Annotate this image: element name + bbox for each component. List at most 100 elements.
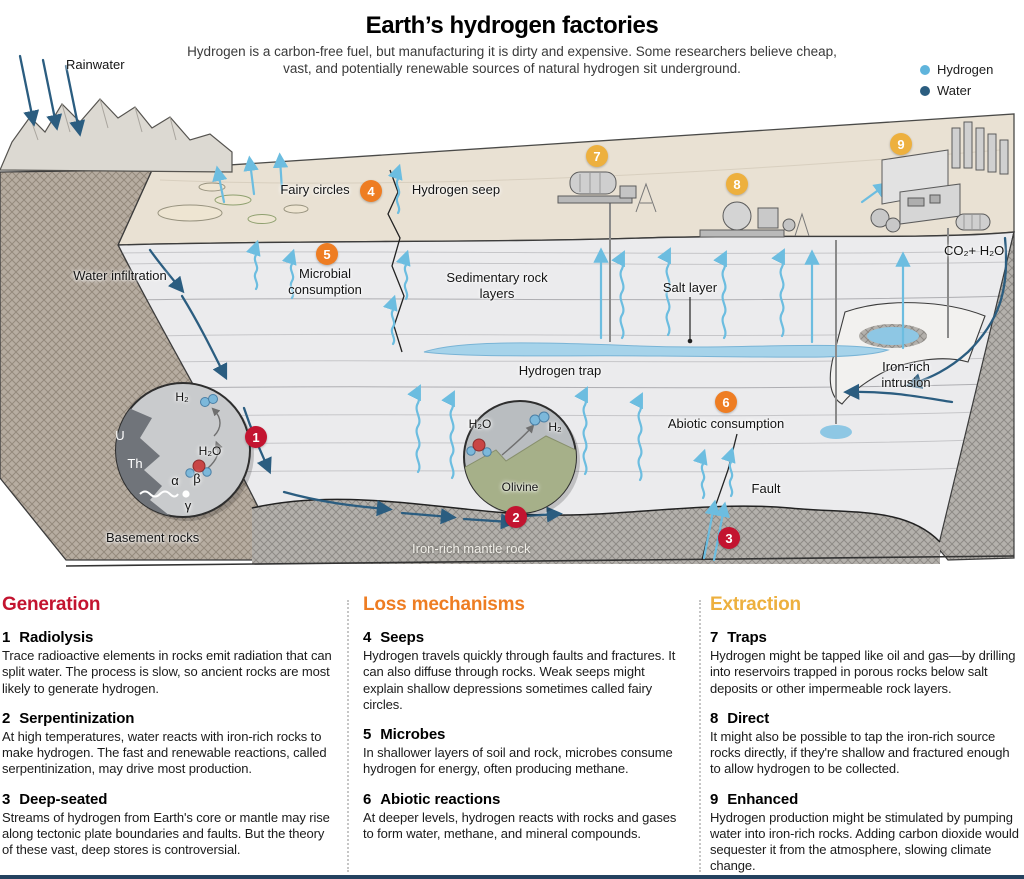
label-iron-rich-intrusion: Iron-rich intrusion — [881, 359, 931, 390]
item-number: 1 — [2, 629, 11, 646]
subtitle-line-1: Hydrogen is a carbon-free fuel, but manu… — [187, 44, 837, 59]
label-co2-h2o: CO₂+ H₂O — [944, 243, 1005, 258]
marker-1-radiolysis: 1 — [245, 426, 267, 448]
marker-8-direct: 8 — [726, 173, 748, 195]
h2o-molecule — [185, 459, 212, 478]
label-iron-rich-mantle-rock: Iron-rich mantle rock — [412, 541, 531, 556]
label-h2-inset1: H₂ — [175, 390, 189, 404]
label-alpha: α — [171, 473, 179, 488]
legend-label: Water — [937, 83, 972, 98]
section-heading: Loss mechanisms — [363, 594, 525, 615]
hydrogen-trap-layer — [423, 342, 890, 358]
hydrogen-dot-icon — [920, 64, 930, 75]
item-number: 8 — [710, 709, 719, 727]
radiolysis-inset — [115, 382, 254, 521]
label-uranium: U — [115, 428, 125, 443]
marker-4-seeps: 4 — [360, 180, 382, 202]
column-divider — [699, 600, 701, 872]
legend: Hydrogen Water — [920, 62, 993, 104]
marker-9-enhanced: 9 — [890, 133, 912, 155]
item-body: Hydrogen production might be stimulated … — [710, 809, 1019, 874]
item-body: At deeper levels, hydrogen reacts with r… — [363, 809, 677, 841]
marker-3-deep-seated: 3 — [718, 527, 740, 549]
item-body: Hydrogen travels quickly through faults … — [363, 648, 676, 712]
label-gamma: γ — [184, 498, 192, 513]
faults-and-wells — [387, 169, 949, 561]
section-loss-mechanisms: Loss mechanisms 4 Seeps Hydrogen travels … — [363, 594, 683, 842]
bottom-rule — [0, 875, 1024, 879]
subtitle-line-2: vast, and potentially renewable sources … — [283, 61, 741, 76]
label-beta: β — [193, 471, 201, 486]
marker-5-microbes: 5 — [316, 243, 338, 265]
enhanced-plant-9-structure — [870, 121, 1009, 233]
cross-section-illustration — [0, 54, 1015, 567]
marker-6-abiotic: 6 — [715, 391, 737, 413]
item-number: 6 — [363, 790, 372, 808]
item-name: Deep-seated — [19, 790, 108, 808]
item-body: It might also be possible to tap the iro… — [710, 728, 1010, 777]
h2o-molecule — [466, 438, 492, 457]
item-number: 4 — [363, 629, 372, 646]
item-body: Streams of hydrogen from Earth's core or… — [2, 809, 330, 858]
water-dot-icon — [920, 85, 930, 96]
label-fault: Fault — [751, 481, 781, 496]
mechanism-item-direct: 8 Direct It might also be possible to tap… — [710, 710, 1022, 778]
item-body: Hydrogen might be tapped like oil and ga… — [710, 648, 1016, 696]
item-name: Traps — [727, 629, 767, 646]
marker-7-traps: 7 — [586, 145, 608, 167]
direct-tap-8-structure — [699, 201, 810, 238]
page-title: Earth’s hydrogen factories — [365, 12, 659, 39]
mechanism-item-seeps: 4 Seeps Hydrogen travels quickly through … — [363, 629, 683, 713]
label-hydrogen-trap: Hydrogen trap — [518, 363, 602, 378]
intrusion-hydrogen-pocket — [867, 327, 919, 345]
column-divider — [347, 600, 349, 872]
section-heading: Generation — [2, 594, 101, 615]
mountains — [0, 98, 233, 173]
item-name: Direct — [727, 709, 770, 727]
sedimentary-front-face — [116, 231, 1015, 561]
label-hydrogen-seep: Hydrogen seep — [411, 182, 501, 197]
label-salt-layer: Salt layer — [662, 280, 718, 295]
legend-item-water: Water — [920, 83, 993, 98]
wellhead-7-structure — [557, 171, 657, 213]
item-number: 9 — [710, 790, 719, 808]
item-body: Trace radioactive elements in rocks emit… — [2, 648, 332, 696]
label-sedimentary-rock-layers: Sedimentary rock layers — [446, 270, 548, 301]
water-arrows — [18, 54, 1008, 530]
mechanism-item-serpentinization: 2 Serpentinization At high temperatures, … — [2, 710, 338, 778]
label-rainwater: Rainwater — [66, 57, 125, 72]
label-h2o-inset1: H₂O — [198, 444, 222, 458]
fairy-circles-ovals — [157, 182, 309, 224]
label-microbial-consumption: Microbial consumption — [288, 266, 362, 297]
item-name: Abiotic reactions — [380, 790, 501, 808]
serpentinization-inset — [463, 400, 580, 517]
section-heading: Extraction — [710, 594, 801, 615]
item-name: Seeps — [380, 629, 424, 646]
label-olivine: Olivine — [501, 480, 539, 494]
item-number: 2 — [2, 709, 11, 727]
label-fairy-circles: Fairy circles — [280, 182, 350, 197]
seep-fault-line — [387, 169, 405, 353]
item-name: Enhanced — [727, 790, 799, 808]
mechanism-item-abiotic-reactions: 6 Abiotic reactions At deeper levels, hyd… — [363, 791, 683, 843]
mechanism-item-enhanced: 9 Enhanced Hydrogen production might be s… — [710, 791, 1022, 875]
label-h2o-inset2: H₂O — [468, 417, 492, 431]
label-h2-inset2: H₂ — [548, 420, 562, 434]
h2-molecule — [200, 394, 218, 407]
label-basement-rocks: Basement rocks — [106, 530, 200, 545]
legend-item-hydrogen: Hydrogen — [920, 62, 993, 77]
marker-2-serpentinization: 2 — [505, 506, 527, 528]
label-thorium: Th — [127, 456, 143, 471]
label-abiotic-consumption: Abiotic consumption — [667, 416, 785, 431]
h2-molecule — [529, 411, 550, 426]
item-body: In shallower layers of soil and rock, mi… — [363, 745, 673, 777]
item-name: Serpentinization — [19, 709, 135, 727]
item-number: 5 — [363, 726, 372, 743]
item-body: At high temperatures, water reacts with … — [2, 728, 327, 777]
legend-label: Hydrogen — [937, 62, 994, 77]
